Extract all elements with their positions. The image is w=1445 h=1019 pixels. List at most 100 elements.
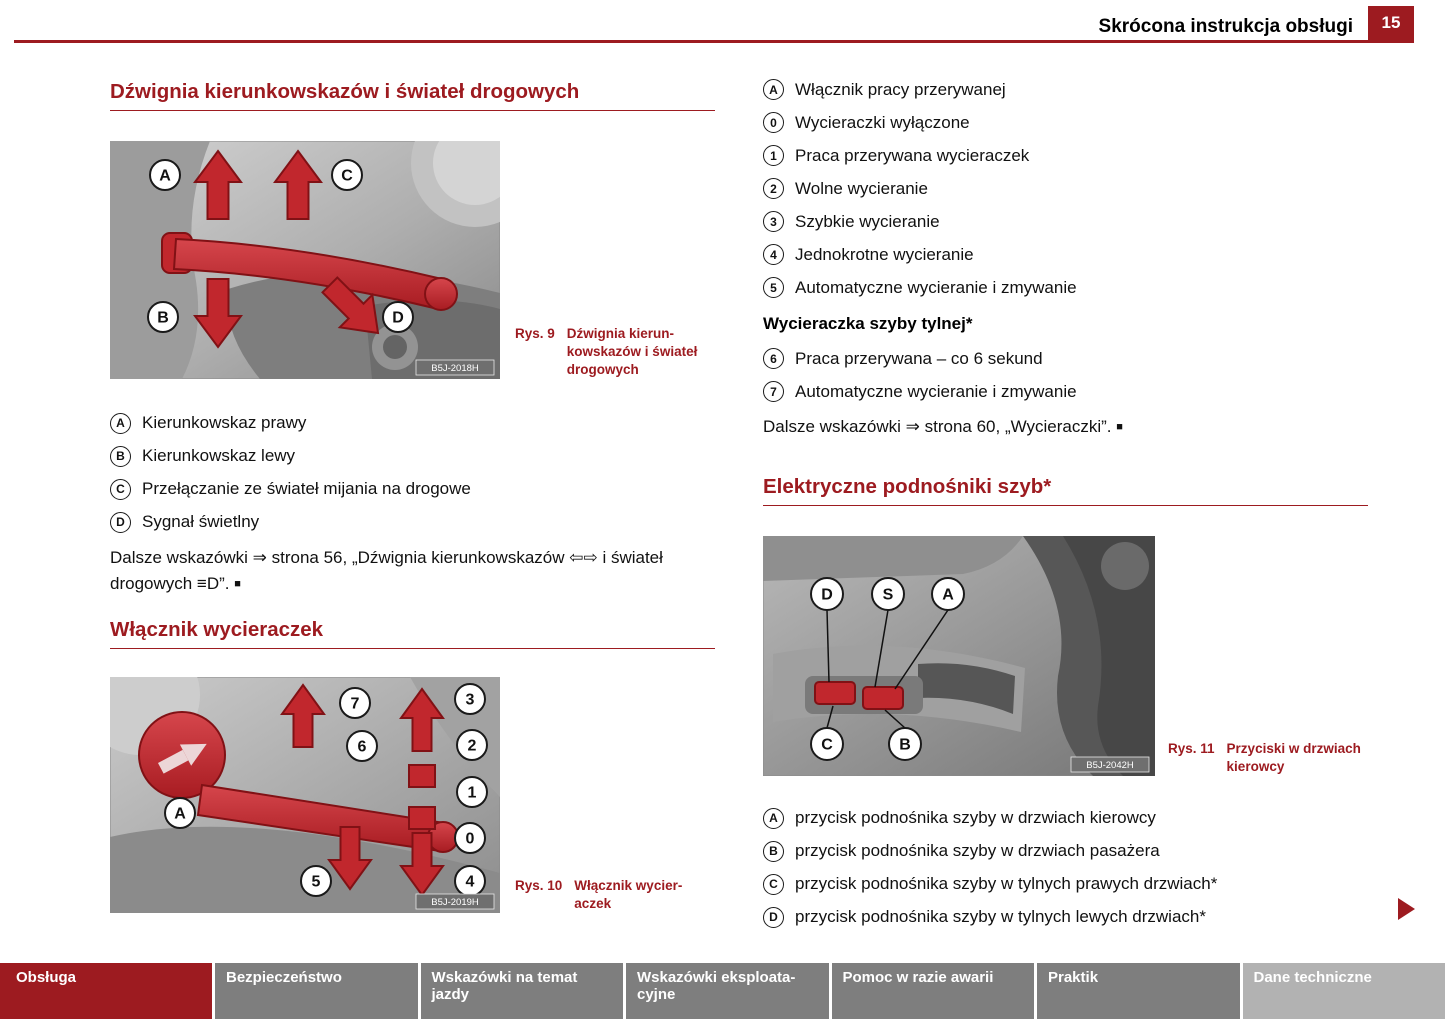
legend-item: A przycisk podnośnika szyby w drzwiach k… (763, 807, 1368, 829)
header-rule (14, 40, 1414, 43)
up-arrow-icon (399, 687, 445, 752)
item-text: przycisk podnośnika szyby w drzwiach kie… (795, 808, 1156, 828)
figure-label-0: 0 (454, 821, 486, 854)
item-marker: D (763, 906, 784, 928)
footer-tab-wskazowki-eksploatacyjne: Wskazówki eksploata- cyjne (626, 963, 829, 1019)
window-switch (862, 685, 904, 710)
legend-item: 7 Automatyczne wycieranie i zmywanie (763, 381, 1368, 402)
item-text: przycisk podnośnika szyby w tylnych lewy… (795, 907, 1206, 927)
legend-item: 4 Jednokrotne wycieranie (763, 244, 1368, 265)
down-arrow-icon (399, 831, 445, 897)
subheading-rear-wiper: Wycieraczka szyby tylnej* (763, 314, 973, 333)
item-marker: 1 (763, 145, 784, 166)
turn-signal-lever (161, 231, 458, 311)
svg-text:0: 0 (466, 830, 475, 847)
wiper-rotary-control (138, 710, 226, 799)
legend-item: 6 Praca przerywana – co 6 sekund (763, 348, 1368, 369)
legend-item: 1 Praca przerywana wycieraczek (763, 145, 1368, 166)
svg-text:B5J-2018H: B5J-2018H (431, 363, 479, 374)
item-text: Włącznik pracy przerywanej (795, 79, 1006, 99)
turn-lever-legend: A Kierunkowskaz prawy B Kierunkowskaz le… (110, 412, 715, 533)
svg-text:3: 3 (466, 691, 475, 708)
figure-rys9: A C B D B5J-2018H (109, 98, 715, 380)
item-marker: B (763, 840, 784, 862)
item-marker: A (763, 79, 784, 100)
down-arrow-icon (327, 825, 373, 891)
item-text: Przełączanie ze świateł mijania na drogo… (142, 479, 471, 499)
footer-tab-praktik: Praktik (1037, 963, 1240, 1019)
figure-label-5: 5 (300, 864, 332, 897)
left-column: Dźwignia kierunkowskazów i świateł drogo… (80, 75, 715, 914)
figure-label-6: 6 (346, 729, 378, 762)
figure-label-S: S (871, 576, 905, 611)
svg-text:A: A (942, 586, 954, 603)
footer-tab-obsluga: Obsługa (0, 963, 212, 1019)
figure-rys11-image: D S A C B B5J-2042H (762, 535, 1368, 777)
end-of-section-mark: ■ (1116, 421, 1123, 433)
item-text: przycisk podnośnika szyby w drzwiach pas… (795, 841, 1160, 861)
item-text: Szybkie wycieranie (795, 211, 940, 231)
figure-label-D: D (810, 576, 844, 611)
figure-label-2: 2 (456, 728, 488, 761)
item-text: Jednokrotne wycieranie (795, 244, 974, 264)
up-arrow-icon (193, 148, 243, 220)
legend-item: A Włącznik pracy przerywanej (763, 79, 1368, 100)
legend-item: B Kierunkowskaz lewy (110, 445, 715, 467)
item-marker: 4 (763, 244, 784, 265)
caption-text: Włącznik wycier- aczek (574, 878, 683, 911)
item-marker: 6 (763, 348, 784, 369)
legend-item: 0 Wycieraczki wyłączone (763, 112, 1368, 133)
up-arrow-icon (280, 683, 326, 748)
section-heading-turn-lever: Dźwignia kierunkowskazów i świateł drogo… (110, 80, 715, 111)
window-switch (814, 680, 856, 705)
note-text: Dalsze wskazówki ⇒ strona 60, „Wycieracz… (763, 417, 1112, 436)
legend-item: 5 Automatyczne wycieranie i zmywanie (763, 277, 1368, 298)
up-arrow-icon (273, 148, 323, 220)
figure-rys10: 7 3 6 2 1 0 5 4 A B5J-2019H Rys (80, 634, 715, 914)
page-number-badge: 15 (1368, 6, 1414, 40)
footer-section-index: Obsługa Bezpieczeństwo Wskazówki na tema… (0, 963, 1445, 1019)
item-marker: B (110, 445, 131, 467)
section-heading-wiper-switch: Włącznik wycieraczek (110, 619, 715, 649)
detent-square-icon (408, 763, 436, 788)
note-text: Dalsze wskazówki ⇒ strona 56, „Dźwignia … (110, 547, 663, 593)
figure-label-B: B (888, 726, 922, 761)
caption-label: Rys. 11 (1168, 741, 1215, 757)
footer-tab-wskazowki-na-temat-jazdy: Wskazówki na temat jazdy (420, 963, 623, 1019)
svg-text:6: 6 (358, 738, 367, 755)
item-text: Praca przerywana wycieraczek (795, 145, 1030, 165)
item-text: Automatyczne wycieranie i zmywanie (795, 381, 1077, 401)
legend-item: C przycisk podnośnika szyby w tylnych pr… (763, 873, 1368, 895)
door-buttons-photo: D S A C B B5J-2042H (762, 535, 1156, 777)
figure-label-3: 3 (454, 682, 486, 715)
figure-label-7: 7 (339, 686, 371, 719)
header-title: Skrócona instrukcja obsługi (1098, 16, 1353, 37)
svg-text:B: B (899, 736, 911, 753)
figure-label-1: 1 (456, 775, 488, 808)
down-arrow-icon (193, 277, 243, 349)
window-switch-bank (805, 675, 923, 714)
caption-text: Dźwignia kierun- kowskazów i świateł dro… (566, 326, 698, 377)
legend-item: 3 Szybkie wycieranie (763, 211, 1368, 232)
item-text: Kierunkowskaz prawy (142, 413, 307, 433)
item-text: Wolne wycieranie (795, 178, 928, 198)
item-marker: A (110, 412, 131, 434)
cross-reference-note: Dalsze wskazówki ⇒ strona 56, „Dźwignia … (110, 545, 715, 598)
item-marker: 3 (763, 211, 784, 232)
legend-item: B przycisk podnośnika szyby w drzwiach p… (763, 840, 1368, 862)
caption-text: Przyciski w drzwiach kierowcy (1226, 741, 1361, 775)
figure-rys11: D S A C B B5J-2042H Rys. 11 Przyciski w … (762, 535, 1368, 777)
svg-text:2: 2 (468, 737, 477, 754)
wiper-lever (196, 783, 459, 853)
item-marker: 7 (763, 381, 784, 402)
figure-label-C: C (331, 158, 363, 191)
figure-rys9-image: A C B D B5J-2018H (109, 98, 715, 380)
figure-rys9-caption: Rys. 9 Dźwignia kierun- kowskazów i świa… (515, 325, 697, 378)
svg-text:4: 4 (466, 873, 475, 890)
item-text: Wycieraczki wyłączone (795, 112, 970, 132)
figure-label-B: B (147, 300, 179, 333)
window-buttons-legend: A przycisk podnośnika szyby w drzwiach k… (763, 807, 1368, 928)
turn-lever-photo: A C B D B5J-2018H (109, 98, 539, 380)
footer-tab-dane-techniczne: Dane techniczne (1242, 963, 1445, 1019)
